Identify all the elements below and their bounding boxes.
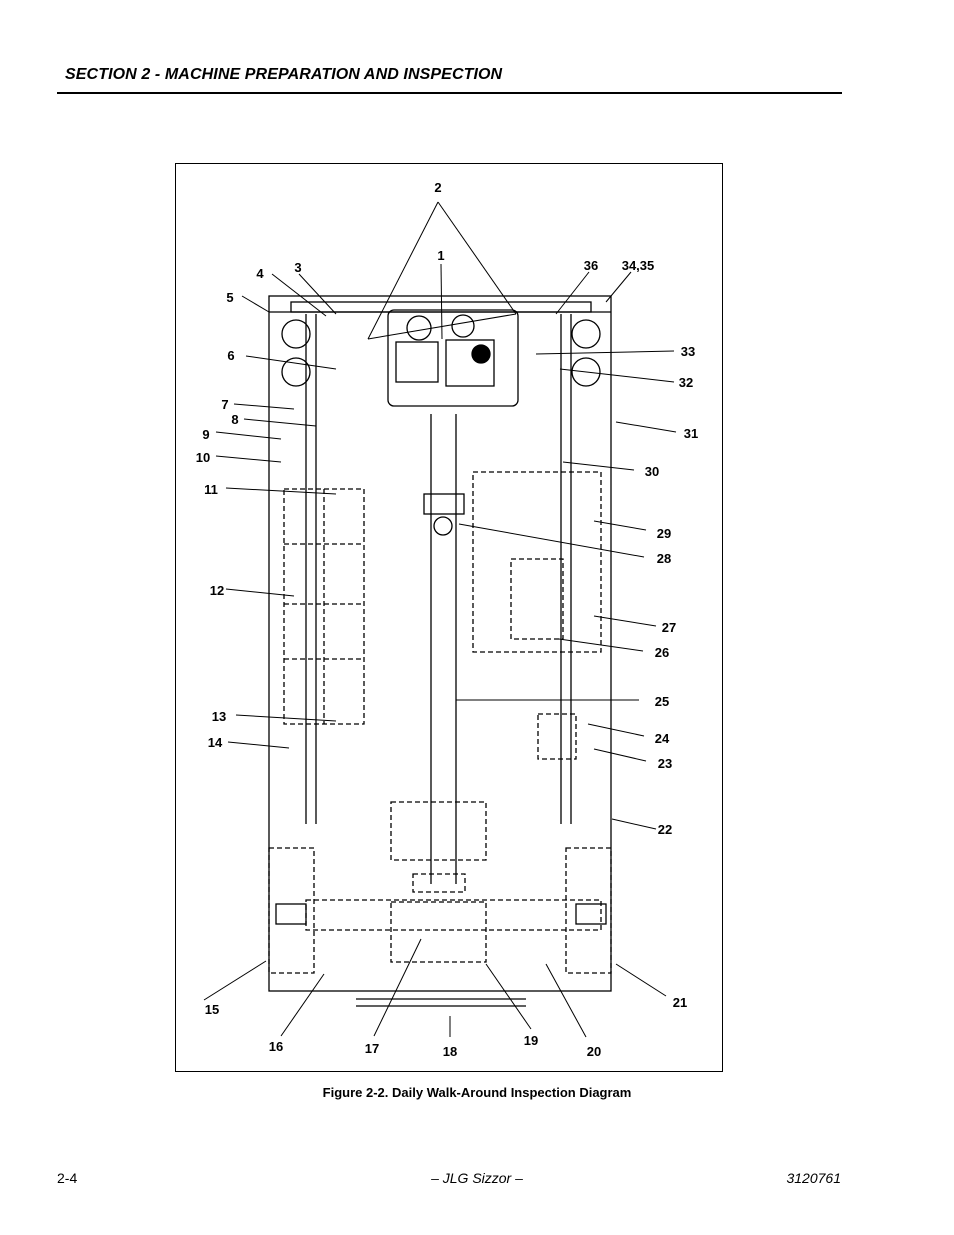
callout-11: 11 [204, 482, 218, 497]
callout-32: 32 [679, 375, 693, 390]
document-number: 3120761 [786, 1170, 841, 1186]
callout-13: 13 [212, 709, 226, 724]
callout-28: 28 [657, 551, 671, 566]
callout-18: 18 [443, 1044, 457, 1059]
callout-9: 9 [202, 427, 209, 442]
callout-14: 14 [208, 735, 223, 750]
callout-5: 5 [226, 290, 233, 305]
callout-30: 30 [645, 464, 659, 479]
figure-caption: Figure 2-2. Daily Walk-Around Inspection… [322, 1085, 632, 1100]
callout-27: 27 [662, 620, 676, 635]
footer-title: – JLG Sizzor – [431, 1170, 523, 1186]
callout-34-35: 34,35 [622, 258, 655, 273]
callout-3: 3 [294, 260, 301, 275]
callout-26: 26 [655, 645, 669, 660]
callout-21: 21 [673, 995, 687, 1010]
callout-22: 22 [658, 822, 672, 837]
machine-drawing: 1 2 3 4 5 6 7 8 9 10 11 12 13 14 15 16 1… [196, 180, 698, 1059]
callout-2: 2 [434, 180, 441, 195]
page-number: 2-4 [57, 1170, 78, 1186]
callout-7: 7 [221, 397, 228, 412]
callout-labels: 1 2 3 4 5 6 7 8 9 10 11 12 13 14 15 16 1… [196, 180, 698, 1059]
callout-17: 17 [365, 1041, 379, 1056]
callout-15: 15 [205, 1002, 219, 1017]
callout-31: 31 [684, 426, 698, 441]
callout-16: 16 [269, 1039, 283, 1054]
callout-1: 1 [437, 248, 444, 263]
section-header: SECTION 2 - MACHINE PREPARATION AND INSP… [57, 64, 842, 94]
section-title: SECTION 2 - MACHINE PREPARATION AND INSP… [65, 66, 503, 83]
callout-25: 25 [655, 694, 669, 709]
callout-36: 36 [584, 258, 598, 273]
callout-23: 23 [658, 756, 672, 771]
callout-8: 8 [231, 412, 238, 427]
callout-10: 10 [196, 450, 210, 465]
callout-29: 29 [657, 526, 671, 541]
callout-24: 24 [655, 731, 670, 746]
callout-33: 33 [681, 344, 695, 359]
control-box [387, 309, 519, 407]
inspection-diagram: 1 2 3 4 5 6 7 8 9 10 11 12 13 14 15 16 1… [175, 163, 723, 1072]
callout-20: 20 [587, 1044, 601, 1059]
chassis-outline [268, 295, 612, 992]
callout-6: 6 [227, 348, 234, 363]
callout-19: 19 [524, 1033, 538, 1048]
callout-4: 4 [256, 266, 264, 281]
callout-12: 12 [210, 583, 224, 598]
